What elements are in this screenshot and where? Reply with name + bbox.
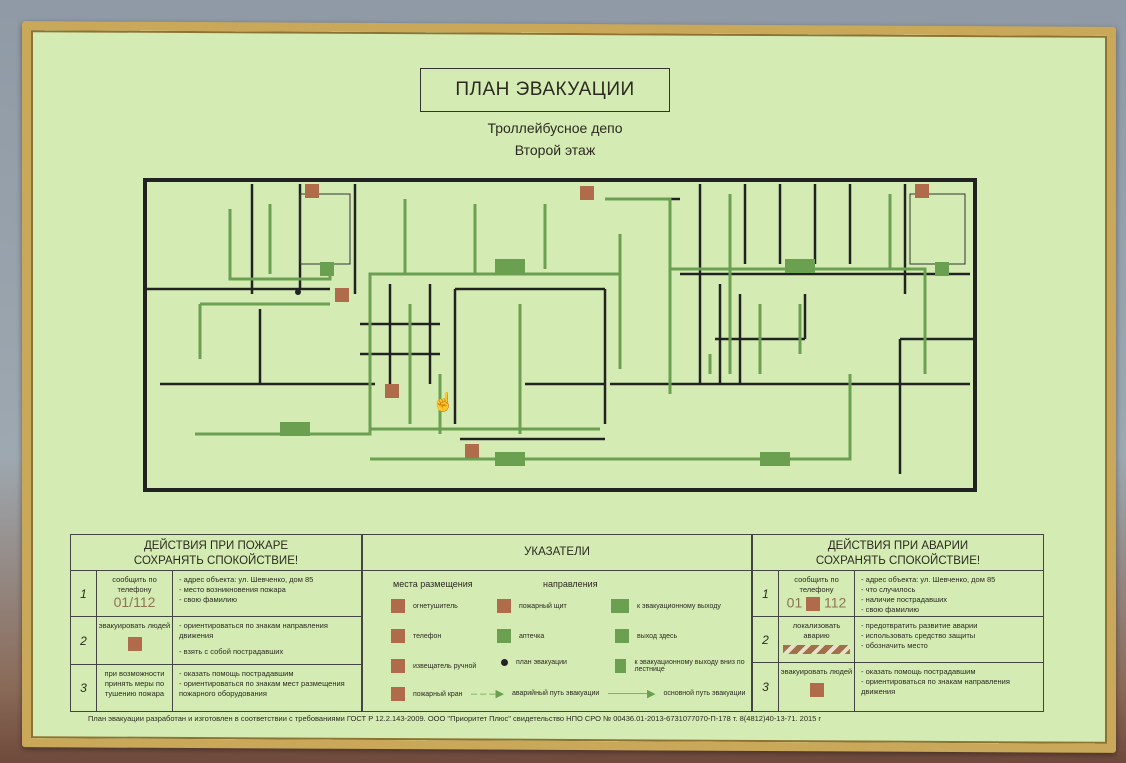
step-item: - оказать помощь пострадавшим (179, 669, 294, 678)
legend-label: аптечка (519, 632, 545, 640)
first-aid-icon (127, 637, 142, 651)
step-number: 3 (71, 665, 97, 711)
fire-heading: ДЕЙСТВИЯ ПРИ ПОЖАРЕ (143, 540, 289, 552)
step-item: - ориентироваться по знакам направления … (179, 621, 328, 640)
exit-here-icon (615, 629, 629, 643)
legend-label: аварийный путь эвакуации (511, 690, 600, 697)
equipment-signs (305, 184, 929, 458)
step-action: при возможности принять меры по тушению … (97, 665, 173, 711)
legend-label: план эвакуации (516, 659, 567, 666)
phone-number: 112 (824, 594, 847, 611)
floor-name: Второй этаж (514, 142, 596, 158)
step-item: - наличие пострадавших (861, 595, 948, 604)
plan-title: ПЛАН ЭВАКУАЦИИ (420, 68, 670, 112)
exit-direction-icon (611, 599, 629, 613)
signs-legend-panel: УКАЗАТЕЛИ места размещения направления о… (362, 534, 752, 712)
step-item: - оказать помощь пострадавшим (861, 667, 976, 676)
legend-label: огнетушитель (413, 602, 458, 610)
step-number: 3 (753, 663, 779, 711)
step-item: - свою фамилию (861, 605, 919, 614)
step-action: сообщить по телефону (794, 575, 839, 594)
footer-note: План эвакуации разработан и изготовлен в… (88, 714, 822, 723)
step-item: - адрес объекта: ул. Шевченко, дом 85 (861, 575, 996, 584)
legend-label: пожарный щит (519, 602, 567, 610)
phone-number: 01 (786, 594, 803, 611)
step-item: - ориентироваться по знакам мест размеще… (179, 679, 345, 698)
building-name: Троллейбусное депо (487, 120, 623, 136)
step-item: - свою фамилию (179, 595, 237, 604)
step-action: эвакуировать людей (98, 621, 171, 630)
phone-icon (806, 597, 821, 611)
accident-actions-panel: ДЕЙСТВИЯ ПРИ АВАРИИ СОХРАНЯТЬ СПОКОЙСТВИЕ… (752, 534, 1044, 712)
step-action: локализовать аварию (792, 621, 841, 640)
legend-label: к эвакуационному выходу (637, 602, 721, 610)
signs-heading: УКАЗАТЕЛИ (363, 535, 751, 571)
exit-signs (280, 259, 949, 466)
step-item: - обозначить место (861, 641, 928, 650)
phone-number: 01/112 (113, 594, 156, 610)
solid-arrow-icon: ─────▶ (608, 688, 656, 700)
legend-col-directions: направления (543, 579, 598, 589)
floor-plan (143, 178, 977, 492)
fire-calm-heading: СОХРАНЯТЬ СПОКОЙСТВИЕ! (133, 555, 299, 567)
step-item: - ориентироваться по знакам направления … (861, 677, 1010, 696)
legend-label: пожарный кран (413, 690, 463, 698)
extinguisher-icon (391, 599, 405, 613)
step-number: 1 (71, 571, 97, 616)
first-aid-kit-icon (497, 629, 511, 643)
stairs (299, 193, 966, 265)
fire-hydrant-icon (391, 687, 405, 701)
accident-calm-heading: СОХРАНЯТЬ СПОКОЙСТВИЕ! (815, 555, 981, 567)
legend-label: к эвакуационному выходу вниз по лестнице (634, 659, 745, 673)
you-are-here-dot (295, 289, 301, 295)
hazard-stripe-icon (783, 645, 850, 654)
walls (143, 178, 977, 492)
accident-heading: ДЕЙСТВИЯ ПРИ АВАРИИ (827, 540, 969, 552)
step-item: - адрес объекта: ул. Шевченко, дом 85 (179, 575, 314, 584)
step-action: сообщить по телефону (112, 575, 157, 594)
step-item: - использовать средство защиты (861, 631, 976, 640)
evacuation-paths (195, 194, 927, 461)
step-item: - взять с собой пострадавших (179, 647, 284, 656)
plan-dot-icon (501, 659, 508, 666)
legend-label: основной путь эвакуации (663, 690, 746, 697)
mouse-pointer-icon: ☝ (432, 392, 455, 412)
step-number: 2 (753, 617, 779, 662)
step-number: 1 (753, 571, 779, 616)
legend-label: выход здесь (637, 632, 678, 640)
manual-alarm-icon (391, 659, 405, 673)
step-item: - место возникновения пожара (179, 585, 286, 594)
step-action: эвакуировать людей (780, 667, 853, 676)
step-number: 2 (71, 617, 97, 664)
fire-actions-panel: ДЕЙСТВИЯ ПРИ ПОЖАРЕ СОХРАНЯТЬ СПОКОЙСТВИЕ… (70, 534, 362, 712)
fire-panel-icon (497, 599, 511, 613)
dashed-arrow-icon: – – –▶ (471, 688, 504, 700)
stairs-down-exit-icon (615, 659, 627, 673)
step-item: - предотвратить развитие аварии (861, 621, 978, 630)
legend-col-placement: места размещения (393, 579, 473, 589)
evacuation-plan-sheet: ПЛАН ЭВАКУАЦИИ Троллейбусное депо Второй… (40, 42, 1090, 732)
phone-icon (391, 629, 405, 643)
legend-label: телефон (413, 632, 442, 640)
first-aid-icon (809, 683, 824, 697)
step-item: - что случилось (861, 585, 916, 594)
legend-label: извещатель ручной (413, 662, 477, 670)
